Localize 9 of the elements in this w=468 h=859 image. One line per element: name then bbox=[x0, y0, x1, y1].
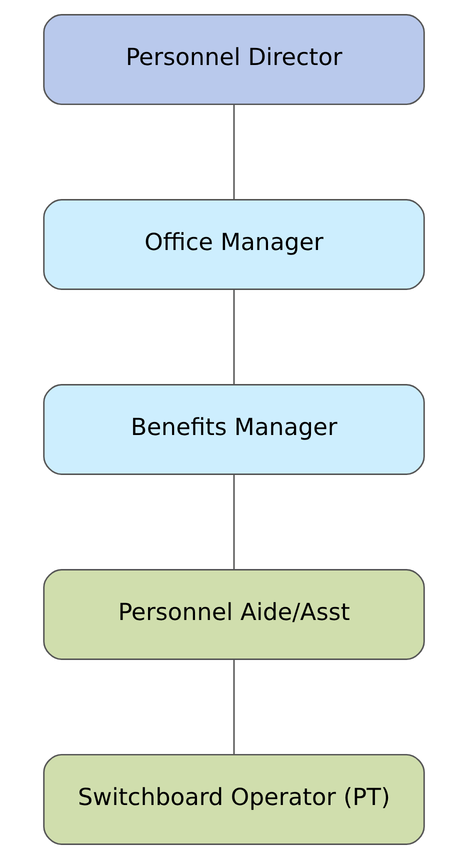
node-box: Switchboard Operator (PT) bbox=[43, 754, 425, 845]
connector bbox=[233, 660, 235, 754]
connector bbox=[233, 290, 235, 384]
node-box: Personnel Director bbox=[43, 14, 425, 106]
connector bbox=[233, 104, 235, 200]
node-box: Benefits Manager bbox=[43, 384, 425, 476]
node-box: Office Manager bbox=[43, 199, 425, 290]
connector bbox=[233, 474, 235, 570]
node-box: Personnel Aide/Asst bbox=[43, 568, 425, 660]
